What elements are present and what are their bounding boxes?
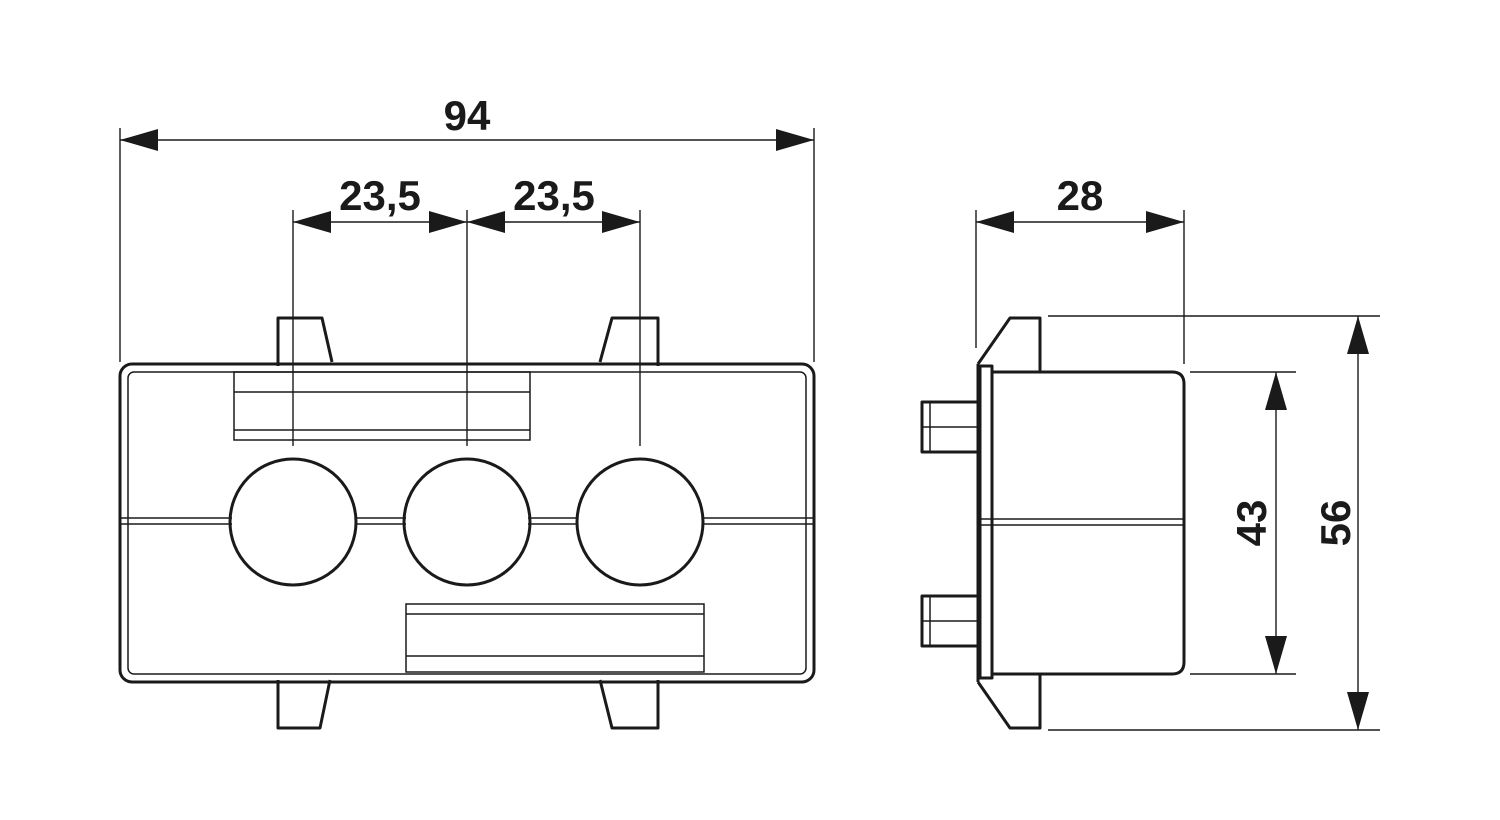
dim-pitch-left-label: 23,5 [339, 172, 421, 219]
arrow-head [976, 211, 1014, 233]
side-body [992, 370, 1186, 676]
arrow-head [1265, 372, 1287, 410]
dim-inner-height-label: 43 [1228, 500, 1275, 547]
arrow-head [1347, 692, 1369, 730]
top-right-tab [598, 316, 660, 366]
arrow-head [467, 211, 505, 233]
front-dimensions: 94 23,5 23,5 [119, 92, 815, 446]
dim-overall-height-label: 56 [1312, 500, 1359, 547]
arrow-head [120, 129, 158, 151]
dim-pitch-right-label: 23,5 [513, 172, 595, 219]
arrow-head [429, 211, 467, 233]
upper-slot [233, 371, 531, 441]
bottom-left-tab [276, 679, 332, 730]
side-flange-plate [978, 364, 994, 680]
arrow-head [1265, 636, 1287, 674]
lower-slot [405, 603, 705, 673]
arrow-head [602, 211, 640, 233]
cable-hole-2 [402, 457, 532, 587]
side-flange [976, 316, 1042, 730]
dim-overall-width-label: 94 [444, 92, 491, 139]
cable-hole-3 [575, 457, 705, 587]
top-left-tab [276, 316, 334, 366]
bottom-right-tab [598, 679, 660, 730]
side-dimensions: 28 43 56 [975, 172, 1380, 731]
arrow-head [1146, 211, 1184, 233]
side-view [920, 316, 1186, 730]
arrow-head [776, 129, 814, 151]
arrow-head [293, 211, 331, 233]
arrow-head [1347, 316, 1369, 354]
dim-depth-label: 28 [1057, 172, 1104, 219]
front-view [118, 316, 816, 730]
cable-hole-1 [228, 457, 358, 587]
